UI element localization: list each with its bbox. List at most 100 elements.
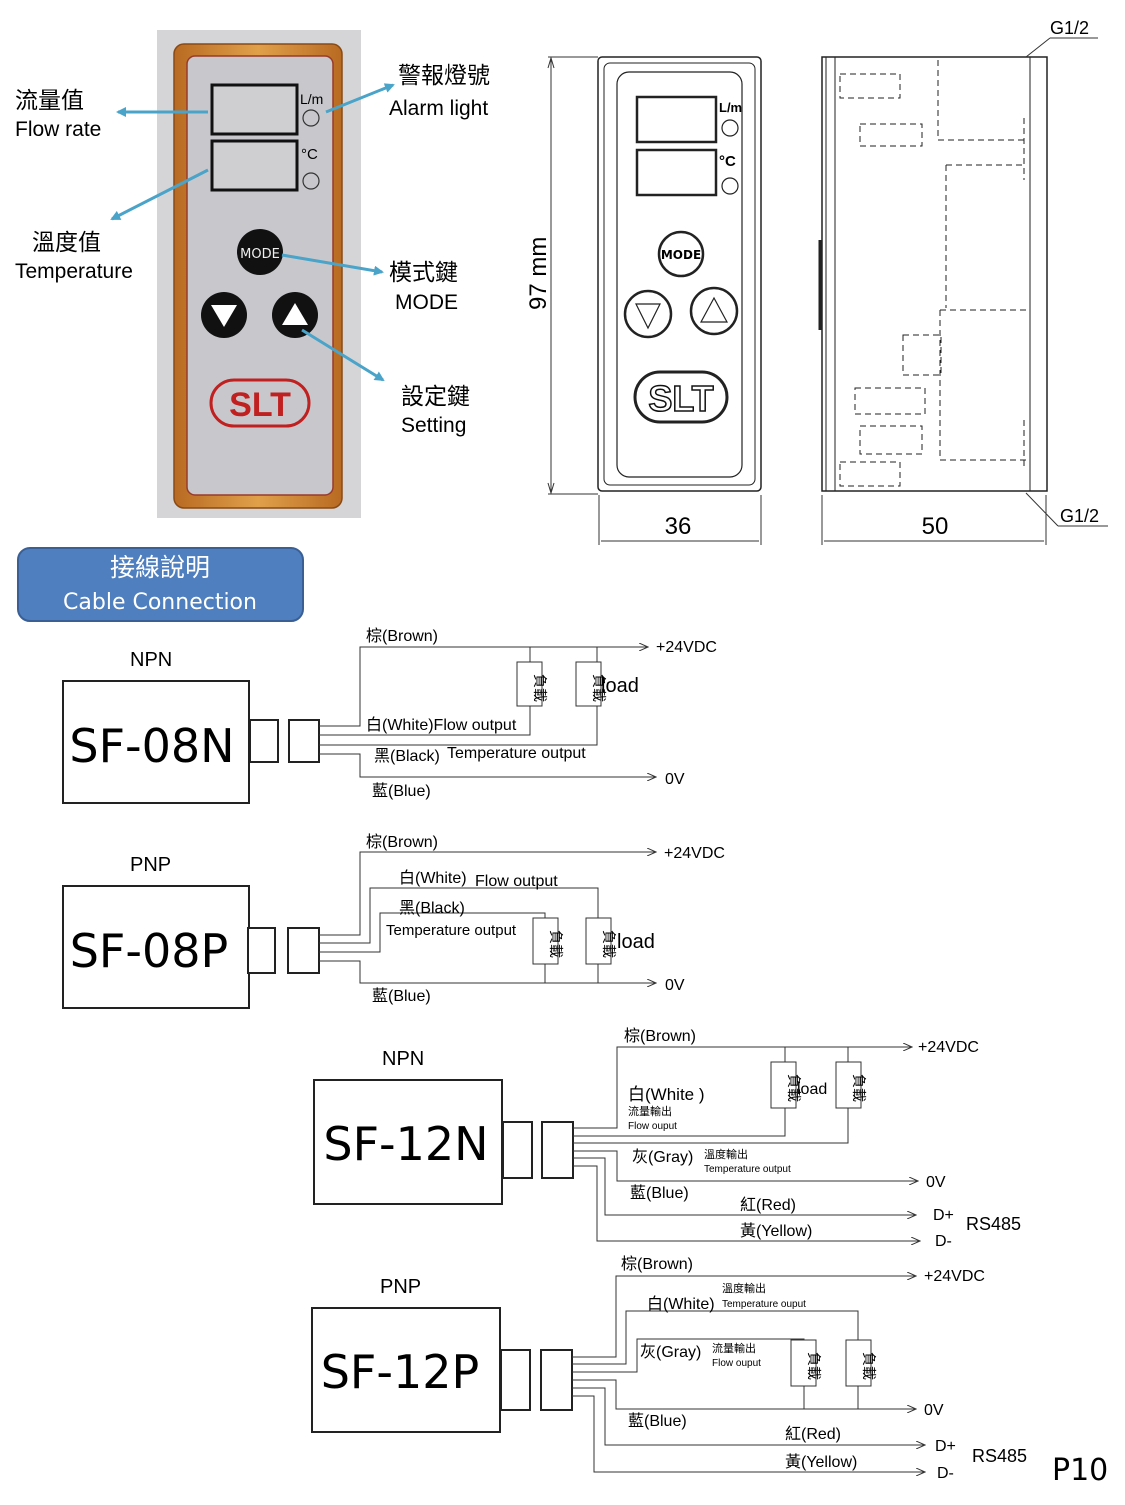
sf08n-blue: 藍(Blue) <box>372 782 431 800</box>
label-temp-en: Temperature <box>15 260 133 283</box>
height-label: 97 mm <box>525 237 552 310</box>
sf12p-dplus: D+ <box>935 1438 956 1455</box>
sf08p-load2: 負載 <box>601 930 617 958</box>
front-slt-logo: SLT <box>648 378 713 419</box>
panel-callouts <box>110 83 395 382</box>
height-dimension <box>547 56 598 495</box>
mode-button <box>237 229 283 275</box>
flow-alarm-led <box>302 109 320 127</box>
sf08p-flow-out: Flow output <box>475 873 558 890</box>
sf12n-load-en: load <box>797 1081 827 1098</box>
sf12n-temp-en: Temperature output <box>704 1164 791 1175</box>
front-panel-illustration: L/m °C MODE SLT <box>157 30 361 518</box>
sf12n-dminus: D- <box>935 1233 952 1250</box>
down-arrow-icon <box>211 305 237 327</box>
sf08n-model: SF-08N <box>69 719 234 773</box>
sf08p-brown: 棕(Brown) <box>366 833 438 851</box>
sf12n-load2: 負載 <box>851 1074 867 1102</box>
label-alarm-zh: 警報燈號 <box>398 62 490 88</box>
thread-callouts <box>1025 37 1108 527</box>
sf08n-white: 白(White)Flow output <box>366 716 517 734</box>
section-title-en: Cable Connection <box>63 590 257 615</box>
sf12n-blue: 藍(Blue) <box>630 1184 689 1202</box>
sf08n-type: NPN <box>130 649 172 671</box>
sf12n-load1: 負載 <box>786 1074 802 1102</box>
label-mode-en: MODE <box>395 291 458 314</box>
width-dimensions <box>598 495 1047 545</box>
label-flow-en: Flow rate <box>15 118 101 141</box>
sf12p-gray: 灰(Gray) <box>640 1343 701 1361</box>
sf12p-type: PNP <box>380 1276 421 1298</box>
label-setting-zh: 設定鍵 <box>401 383 470 409</box>
sf12n-rs485: RS485 <box>966 1214 1021 1234</box>
label-flow-zh: 流量值 <box>15 87 84 113</box>
sf12p-yellow: 黃(Yellow) <box>785 1453 857 1471</box>
sf12p-temp-zh: 溫度輸出 <box>722 1281 766 1295</box>
slt-logo: SLT <box>229 386 291 424</box>
section-header <box>17 547 304 622</box>
sf12p-rs485: RS485 <box>972 1446 1027 1466</box>
mode-button-label: MODE <box>240 247 280 262</box>
sf12p-white: 白(White) <box>647 1295 715 1313</box>
sf12n-yellow: 黃(Yellow) <box>740 1222 812 1240</box>
sf08p-load-en: load <box>617 931 655 953</box>
sf12p-zero: 0V <box>924 1402 944 1419</box>
unit-flow: L/m <box>300 91 323 107</box>
front-unit-flow: L/m <box>719 100 742 115</box>
width-front-label: 36 <box>665 513 692 540</box>
sf08n-plus: +24VDC <box>656 639 717 656</box>
sf12p-flow-en: Flow ouput <box>712 1358 761 1369</box>
temperature-display <box>210 139 299 192</box>
wiring-sf12n: NPN SF-12N 負載 負載 load 棕(Brown) +24VDC 白(… <box>313 1027 1021 1250</box>
sf12n-type: NPN <box>382 1048 424 1070</box>
wiring-sf08p: PNP SF-08P 負載 負載 load 棕(Brown) +24VDC 白(… <box>62 833 725 1009</box>
sf08n-zero: 0V <box>665 771 685 788</box>
sf12p-flow-zh: 流量輸出 <box>712 1341 756 1355</box>
unit-temperature: °C <box>301 146 318 163</box>
sf12n-zero: 0V <box>926 1174 946 1191</box>
sf12n-white: 白(White ) <box>628 1085 705 1104</box>
sf12p-model: SF-12P <box>321 1345 480 1399</box>
wiring-sf12p: PNP SF-12P 負載 負載 棕(Brown) +24VDC 溫度輸出 白(… <box>311 1255 1027 1482</box>
front-unit-temp: °C <box>719 153 736 170</box>
sf08p-blue: 藍(Blue) <box>372 987 431 1005</box>
sf12p-dminus: D- <box>937 1465 954 1482</box>
sf08p-model: SF-08P <box>70 924 229 978</box>
sf08n-black: 黑(Black) <box>374 748 440 765</box>
label-alarm-en: Alarm light <box>389 97 488 120</box>
sf08p-plus: +24VDC <box>664 845 725 862</box>
flow-display <box>210 83 299 136</box>
sf12n-brown: 棕(Brown) <box>624 1027 696 1045</box>
slt-logo-frame <box>209 378 311 428</box>
sf12n-flow-en: Flow ouput <box>628 1121 677 1132</box>
thread-bottom-label: G1/2 <box>1060 506 1099 526</box>
sf12p-red: 紅(Red) <box>785 1425 841 1443</box>
front-view-drawing <box>597 56 762 492</box>
wiring-sf08n: NPN SF-08N 負載 負載 load 棕(Brown) +24VDC 白(… <box>62 627 717 804</box>
sf08n-load1: 負載 <box>532 674 548 702</box>
label-setting-en: Setting <box>401 414 466 437</box>
sf08p-temp-out: Temperature output <box>386 922 517 939</box>
sf12p-brown: 棕(Brown) <box>621 1255 693 1273</box>
section-title-zh: 接線說明 <box>110 553 210 582</box>
sf12n-temp-zh: 溫度輸出 <box>704 1147 748 1161</box>
sf08p-zero: 0V <box>665 977 685 994</box>
sf08n-temp-out: Temperature output <box>447 745 586 762</box>
sf12p-temp-en: Temperature ouput <box>722 1299 806 1310</box>
sf08n-load-en: load <box>601 675 639 697</box>
label-mode-zh: 模式鍵 <box>389 259 458 285</box>
temp-alarm-led <box>302 172 320 190</box>
sf12n-plus: +24VDC <box>918 1039 979 1056</box>
sf08p-load1: 負載 <box>548 930 564 958</box>
sf08n-load2: 負載 <box>591 674 607 702</box>
side-view-drawing <box>818 56 1048 492</box>
sf08p-white: 白(White) <box>399 869 467 887</box>
label-temp-zh: 溫度值 <box>32 229 101 255</box>
sf12n-gray: 灰(Gray) <box>632 1148 693 1166</box>
sf12n-model: SF-12N <box>323 1117 488 1171</box>
up-arrow-icon <box>282 303 308 325</box>
sf12n-flow-zh: 流量輸出 <box>628 1104 672 1118</box>
sf12p-blue: 藍(Blue) <box>628 1412 687 1430</box>
